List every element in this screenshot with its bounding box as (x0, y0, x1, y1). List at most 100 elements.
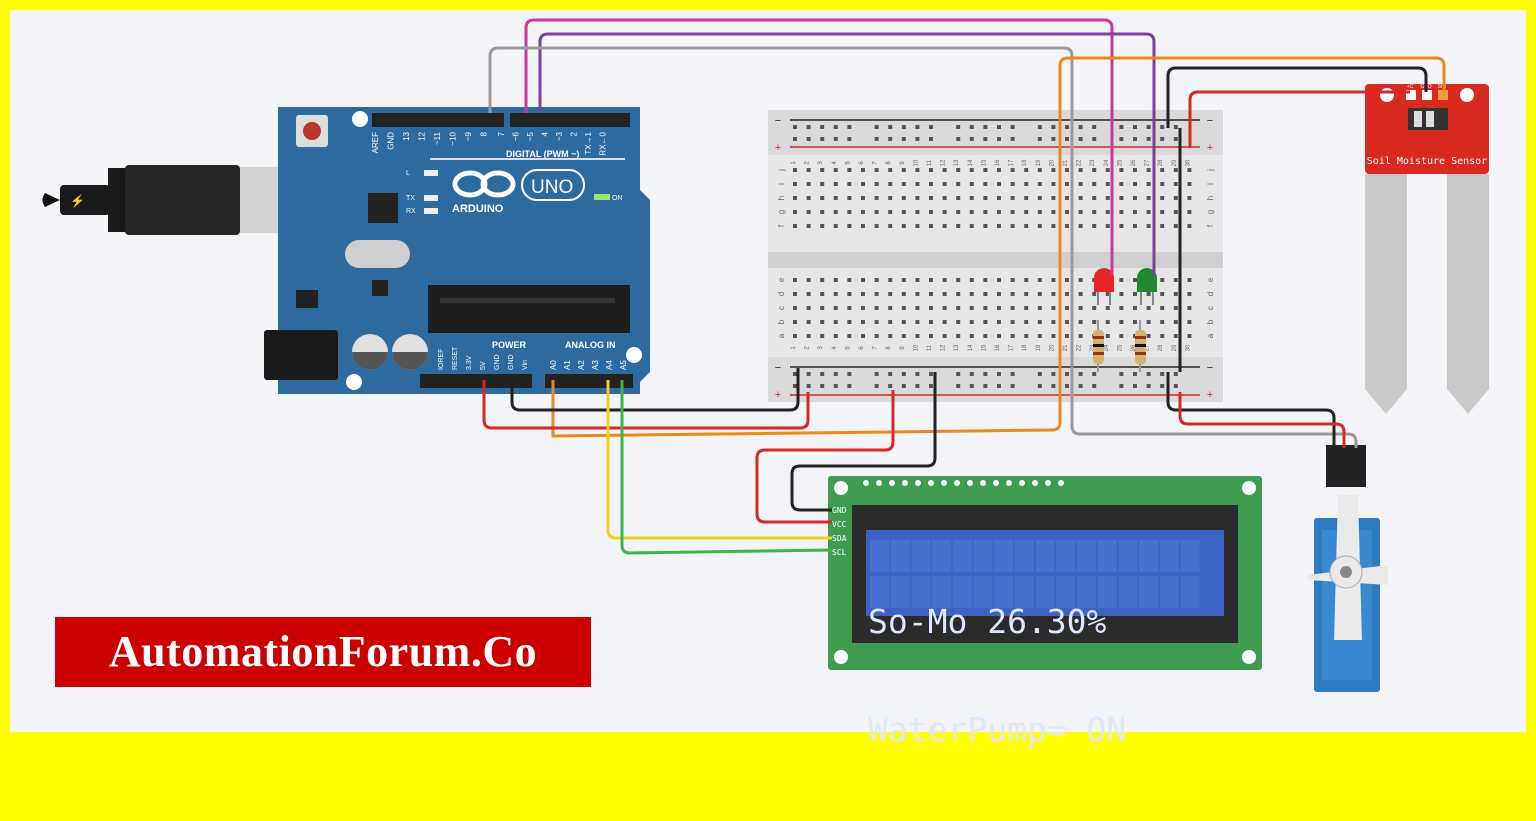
column-number: 12 (941, 344, 947, 351)
column-number: 12 (941, 159, 947, 166)
rail-marker: − (1207, 115, 1213, 127)
row-letter: d (1206, 292, 1215, 296)
resistor-1 (1093, 320, 1104, 372)
column-number: 30 (1185, 159, 1191, 166)
power-header-label: POWER (492, 340, 527, 350)
sensor-pin-label: +C (1407, 84, 1414, 90)
column-number: 19 (1036, 159, 1042, 166)
svg-text:⚡: ⚡ (70, 194, 85, 208)
column-number: 16 (995, 344, 1001, 351)
digital-pin-label: 2 (570, 131, 579, 136)
wire-yellow (606, 380, 832, 540)
row-letter: j (1206, 169, 1215, 172)
column-number: 22 (1077, 159, 1083, 166)
column-number: 11 (927, 159, 933, 166)
column-number: 26 (1131, 159, 1137, 166)
column-number: 13 (954, 344, 960, 351)
column-number: 25 (1117, 159, 1123, 166)
digital-pin-label: 8 (480, 131, 489, 136)
digital-pin-label: ~3 (555, 131, 564, 141)
analog-pin-label: A0 (549, 360, 558, 370)
row-letter: i (777, 183, 786, 185)
digital-pin-label: ~5 (526, 131, 535, 141)
row-letter: h (777, 196, 786, 200)
column-number: 25 (1117, 344, 1123, 351)
row-letter: a (1206, 333, 1215, 338)
column-number: 5 (845, 346, 851, 350)
wire-black-1 (510, 368, 800, 412)
column-number: 14 (968, 344, 974, 351)
row-letter: j (777, 169, 786, 172)
digital-pin-label: GND (387, 132, 396, 150)
column-number: 10 (913, 344, 919, 351)
power-pin-label: IOREF (438, 349, 445, 370)
row-letter: b (777, 319, 786, 324)
column-number: 19 (1036, 344, 1042, 351)
wire-black-3 (1166, 66, 1428, 128)
lcd-line-1: So-Mo 26.30% (868, 602, 1107, 641)
board-led-label: RX (406, 208, 416, 215)
digital-pin-label: 13 (402, 131, 411, 140)
wire-green (620, 380, 833, 555)
column-number: 26 (1131, 344, 1137, 351)
wire-red-4 (1178, 392, 1346, 448)
wire-red-2 (755, 390, 895, 524)
digital-pin-label: ~11 (433, 131, 442, 145)
column-number: 17 (1009, 344, 1015, 351)
power-pin-label: 3.3V (466, 355, 473, 370)
arduino-logo-icon (452, 170, 516, 198)
canvas: ⚡ (10, 10, 1526, 748)
lcd-pin-label: SDA (832, 534, 847, 543)
wire-black-4 (1166, 372, 1336, 448)
column-number: 14 (968, 159, 974, 166)
column-number: 22 (1077, 344, 1083, 351)
row-letter: f (777, 224, 786, 227)
row-letter: g (777, 210, 786, 214)
resistor-2 (1135, 320, 1146, 372)
analog-pin-label: A5 (619, 360, 628, 370)
rail-marker: + (1207, 389, 1213, 401)
row-letter: c (777, 306, 786, 310)
lcd-pin-label: GND (832, 506, 847, 515)
row-letter: f (1206, 224, 1215, 227)
column-number: 1 (791, 346, 797, 350)
column-number: 18 (1022, 344, 1028, 351)
column-number: 28 (1158, 159, 1164, 166)
rail-marker: − (1207, 362, 1213, 374)
board-led-label: TX (406, 195, 415, 202)
digital-pin-label: ~6 (512, 131, 521, 141)
row-letter: h (1206, 196, 1215, 200)
column-number: 21 (1063, 344, 1069, 351)
wires (482, 18, 1446, 555)
column-number: 13 (954, 159, 960, 166)
arduino-model-label: UNO (531, 177, 573, 198)
column-number: 3 (818, 161, 824, 165)
column-number: 21 (1063, 159, 1069, 166)
analog-pin-label: A4 (605, 360, 614, 370)
column-number: 20 (1049, 344, 1055, 351)
lcd-pin-label: VCC (832, 520, 847, 529)
column-number: 17 (1009, 159, 1015, 166)
servo-motor (1308, 445, 1388, 692)
power-pin-label: Vin (522, 360, 529, 370)
analog-pin-label: A1 (563, 360, 572, 370)
led-green (1137, 268, 1157, 305)
column-number: 28 (1158, 344, 1164, 351)
row-letter: d (777, 292, 786, 296)
rail-marker: + (775, 142, 781, 154)
analog-header-label: ANALOG IN (565, 340, 616, 350)
row-letter: e (1206, 277, 1215, 282)
analog-pin-label: A3 (591, 360, 600, 370)
digital-pin-label: 4 (541, 131, 550, 136)
digital-pin-label: RX←0 (599, 131, 608, 155)
column-number: 3 (818, 346, 824, 350)
row-letter: i (1206, 183, 1215, 185)
column-number: 23 (1090, 159, 1096, 166)
digital-header-label: DIGITAL (PWM ~) (506, 149, 579, 159)
column-number: 24 (1104, 159, 1110, 166)
wire-red-3 (1188, 90, 1410, 148)
row-letter: b (1206, 319, 1215, 324)
arduino-board: ARDUINO UNO DIGITAL (PWM ~) POWER ANALOG… (264, 107, 650, 394)
column-number: 8 (886, 161, 892, 165)
